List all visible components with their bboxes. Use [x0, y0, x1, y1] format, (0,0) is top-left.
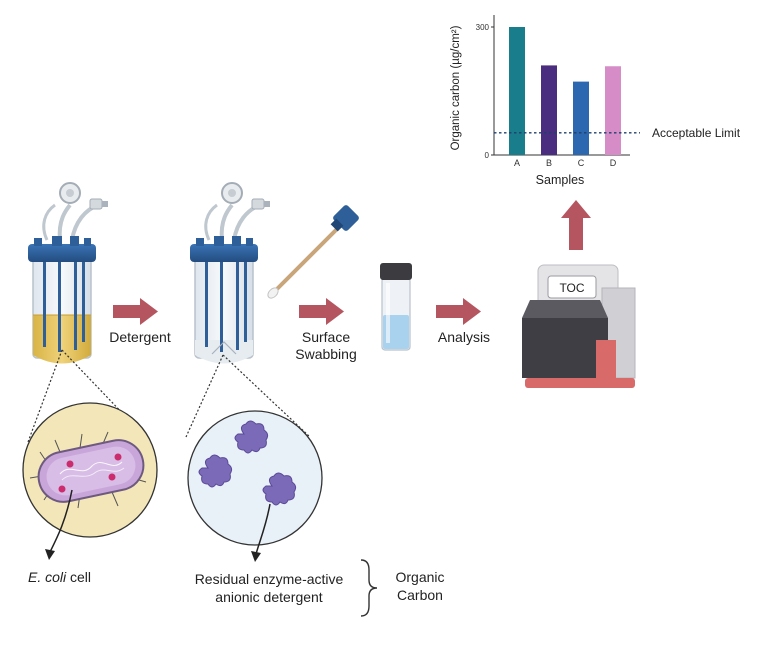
acceptable-limit-label: Acceptable Limit — [652, 126, 741, 140]
residual-label-line2: anionic detergent — [215, 589, 323, 605]
arrow-right-1 — [113, 298, 158, 325]
organic-label-line2: Carbon — [397, 587, 443, 603]
ecoli-name: E. coli — [28, 569, 67, 585]
vial-icon — [380, 263, 412, 351]
arrow-right-2 — [299, 298, 344, 325]
residual-label-line1: Residual enzyme-active — [195, 571, 344, 587]
toc-screen-label: TOC — [559, 281, 584, 295]
y-tick-group: 0 300 — [476, 23, 494, 160]
step-label-swabbing: Swabbing — [295, 346, 357, 362]
toc-analyzer-icon: TOC — [522, 264, 636, 388]
step-label-detergent: Detergent — [109, 329, 171, 345]
x-tick-group: A B C D — [514, 158, 617, 168]
step-label-surface: Surface — [302, 329, 350, 345]
curly-brace — [360, 559, 378, 617]
ecoli-icon — [29, 431, 147, 509]
bioreactor-icon — [28, 182, 108, 364]
up-arrow — [561, 200, 591, 250]
ecoli-zoom — [22, 349, 158, 560]
x-tick-label-d: D — [610, 158, 617, 168]
y-tick-label: 0 — [485, 151, 490, 160]
swab-icon — [267, 205, 359, 299]
organic-label-line1: Organic — [395, 569, 444, 585]
x-tick-label-b: B — [546, 158, 552, 168]
bar-c — [573, 81, 589, 155]
enzyme-molecule-icon — [198, 420, 297, 506]
x-tick-label-c: C — [578, 158, 585, 168]
detergent-zoom — [185, 354, 323, 562]
clean-bioreactor-icon — [190, 182, 270, 364]
bar-d — [605, 66, 621, 155]
bar-group — [509, 27, 621, 155]
x-axis-label: Samples — [536, 173, 585, 187]
bar-chart: 0 300 A B C D Acceptable Limit Organic carbo… — [450, 15, 741, 187]
y-tick-label: 300 — [476, 23, 490, 32]
bar-a — [509, 27, 525, 155]
step-label-analysis: Analysis — [438, 329, 490, 345]
arrow-right-3 — [436, 298, 481, 325]
ecoli-cell-label: E. coli cell — [28, 569, 91, 585]
x-tick-label-a: A — [514, 158, 520, 168]
ecoli-cell-word: cell — [66, 569, 91, 585]
bar-b — [541, 65, 557, 155]
y-axis-label: Organic carbon (µg/cm²) — [450, 25, 462, 150]
